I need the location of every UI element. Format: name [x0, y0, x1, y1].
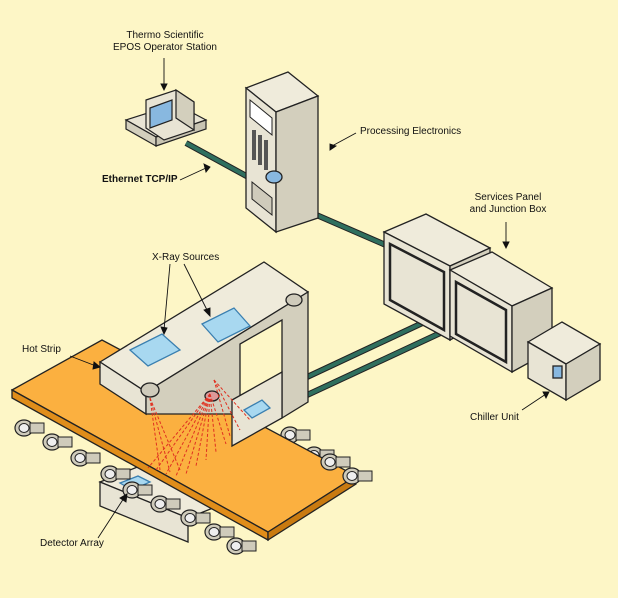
ethernet-label: Ethernet TCP/IP	[102, 174, 178, 185]
leader-lines	[69, 58, 550, 539]
cables	[184, 140, 466, 399]
chiller-unit	[526, 321, 602, 402]
operator-station	[124, 88, 208, 148]
xray-beams	[147, 379, 251, 477]
detector-array-label: Detector Array	[40, 538, 104, 549]
operator-station-label-1: Thermo Scientific	[126, 30, 204, 41]
chiller-unit-label: Chiller Unit	[470, 412, 519, 423]
processing-electronics-label: Processing Electronics	[360, 126, 462, 137]
operator-station-label-2: EPOS Operator Station	[113, 42, 217, 53]
hot-strip	[10, 339, 358, 542]
services-panel-label-2: and Junction Box	[469, 204, 547, 215]
processing-electronics-rack	[244, 71, 320, 234]
c-frame	[98, 261, 310, 448]
services-panel-label-1: Services Panel	[474, 192, 542, 203]
xray-sources-label: X-Ray Sources	[152, 252, 220, 263]
hot-strip-label: Hot Strip	[22, 344, 61, 355]
